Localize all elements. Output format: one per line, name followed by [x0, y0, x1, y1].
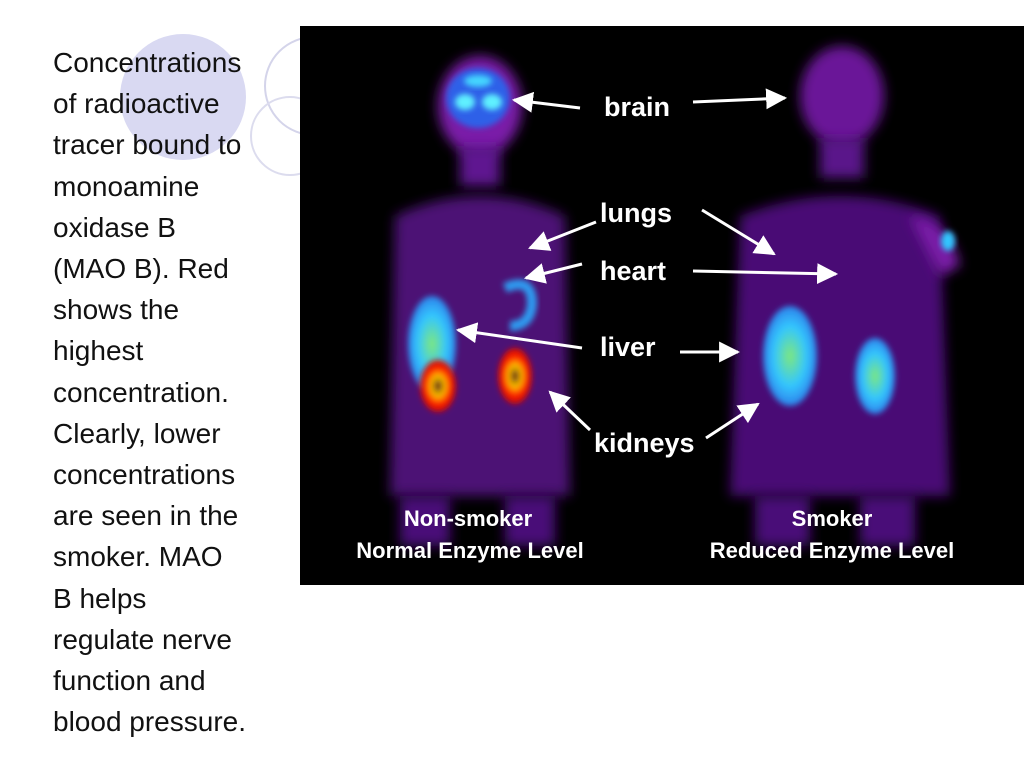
smoker-title: Smoker — [792, 506, 873, 531]
label-liver: liver — [600, 332, 656, 362]
smoker-subtitle: Reduced Enzyme Level — [710, 538, 955, 563]
non-smoker-body — [390, 56, 570, 546]
annotation-arrows — [455, 88, 839, 440]
non-smoker-subtitle: Normal Enzyme Level — [356, 538, 583, 563]
non-smoker-title: Non-smoker — [404, 506, 533, 531]
pet-scan-figure: brain lungs heart liver kidneys Non-smok… — [300, 26, 1024, 585]
decorative-circle — [120, 34, 246, 160]
caption-text: Concentrations of radioactive tracer bou… — [53, 47, 247, 738]
label-heart: heart — [600, 256, 666, 286]
smoker-body — [730, 46, 960, 546]
label-kidneys: kidneys — [594, 428, 695, 458]
label-brain: brain — [604, 92, 670, 122]
pet-scan-image: brain lungs heart liver kidneys Non-smok… — [356, 46, 960, 563]
label-lungs: lungs — [600, 198, 672, 228]
